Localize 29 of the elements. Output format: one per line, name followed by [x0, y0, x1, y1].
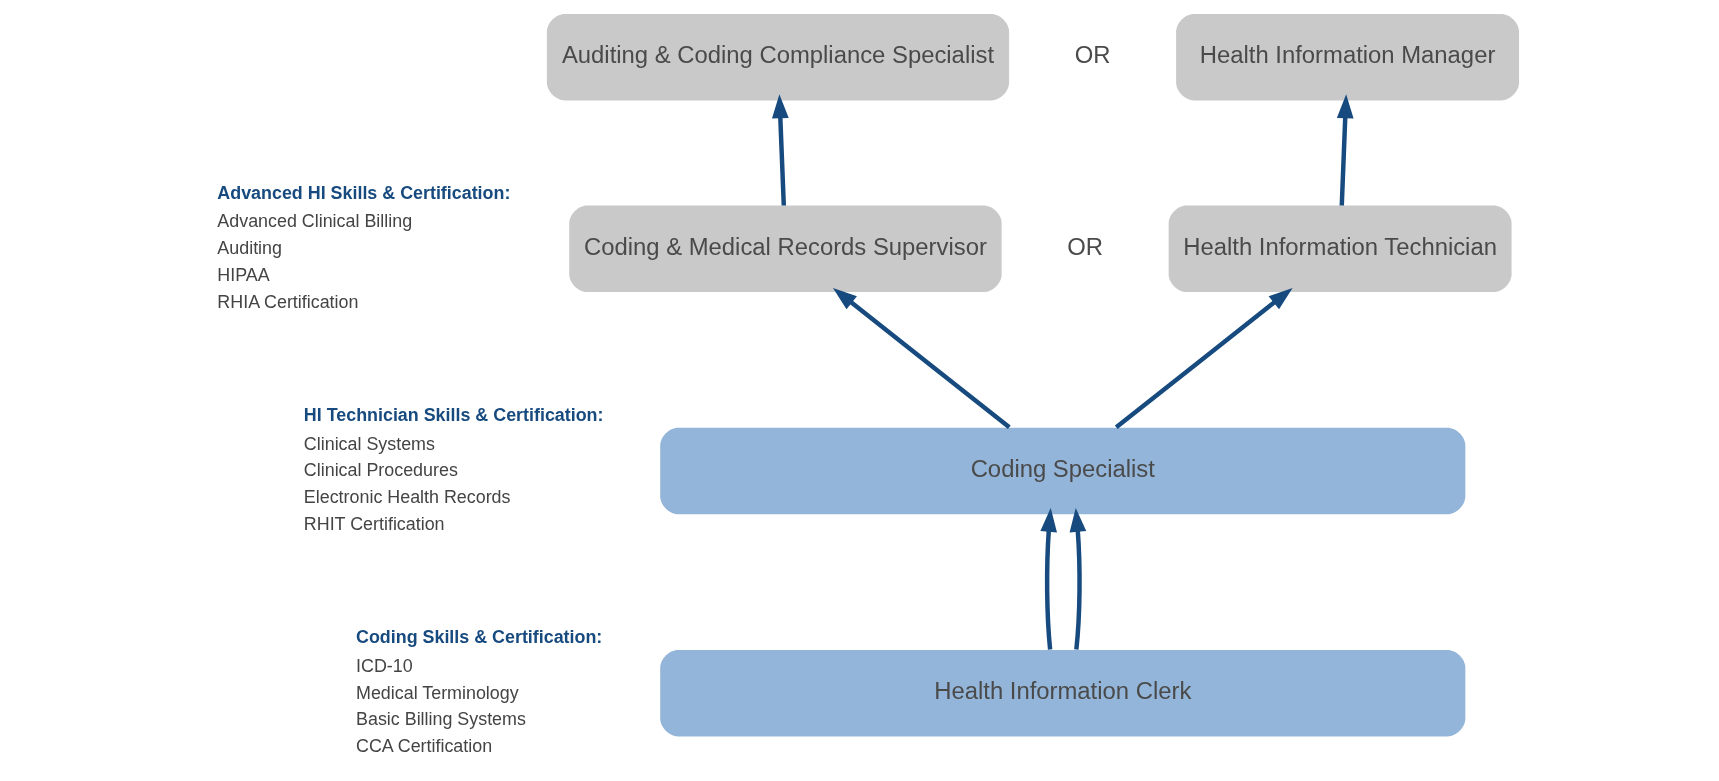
label: HI Technician Skills & Certification: — [303, 405, 603, 426]
label: Coding Skills & Certification: — [355, 627, 602, 648]
label: CCA Certification — [355, 736, 492, 757]
node-box: Health Information Clerk — [659, 649, 1465, 737]
label: Advanced Clinical Billing — [216, 211, 412, 232]
label: Electronic Health Records — [303, 487, 510, 508]
arrow — [832, 287, 1011, 430]
label: OR — [1066, 232, 1103, 260]
node-box: Coding & Medical Records Supervisor — [568, 205, 1002, 293]
label: Clinical Procedures — [303, 460, 458, 481]
label: Clinical Systems — [303, 433, 435, 454]
arrow — [1039, 507, 1057, 650]
node-box: Health Information Manager — [1175, 14, 1519, 101]
label: Medical Terminology — [355, 682, 519, 703]
label: OR — [1074, 40, 1110, 68]
label: HIPAA — [216, 265, 270, 286]
arrow — [1069, 507, 1086, 650]
arrow — [771, 94, 789, 206]
label: RHIT Certification — [303, 514, 445, 535]
node-box: Coding Specialist — [659, 427, 1465, 515]
label: Auditing — [216, 238, 282, 259]
label: Basic Billing Systems — [355, 709, 526, 730]
node-box: Auditing & Coding Compliance Specialist — [546, 14, 1009, 101]
label: Advanced HI Skills & Certification: — [216, 183, 510, 204]
arrow — [1114, 287, 1293, 430]
label: RHIA Certification — [216, 291, 358, 312]
arrow — [1336, 94, 1354, 206]
label: ICD-10 — [355, 655, 413, 676]
node-box: Health Information Technician — [1168, 205, 1512, 293]
